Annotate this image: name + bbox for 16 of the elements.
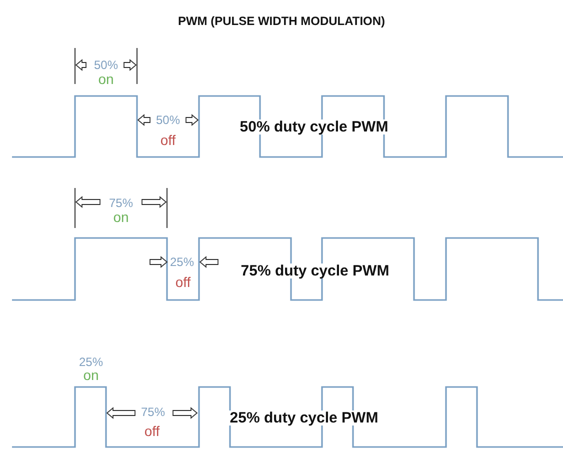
state-label: off xyxy=(175,275,191,289)
title: PWM (PULSE WIDTH MODULATION) xyxy=(176,13,386,30)
state-label: on xyxy=(113,210,129,224)
waveform-label: 50% duty cycle PWM xyxy=(238,120,390,134)
percent-label: 50% xyxy=(94,59,118,71)
percent-label: 50% xyxy=(156,114,180,126)
state-label: off xyxy=(144,424,160,438)
percent-label: 75% xyxy=(108,197,134,209)
waveform-label: 75% duty cycle PWM xyxy=(238,264,392,278)
percent-label: 75% xyxy=(140,406,166,418)
waveform-label: 25% duty cycle PWM xyxy=(228,410,380,426)
state-label: off xyxy=(160,133,176,147)
state-label: on xyxy=(98,72,114,86)
percent-label: 25% xyxy=(170,256,194,268)
percent-label: 25% xyxy=(78,356,104,368)
state-label: on xyxy=(83,368,99,382)
